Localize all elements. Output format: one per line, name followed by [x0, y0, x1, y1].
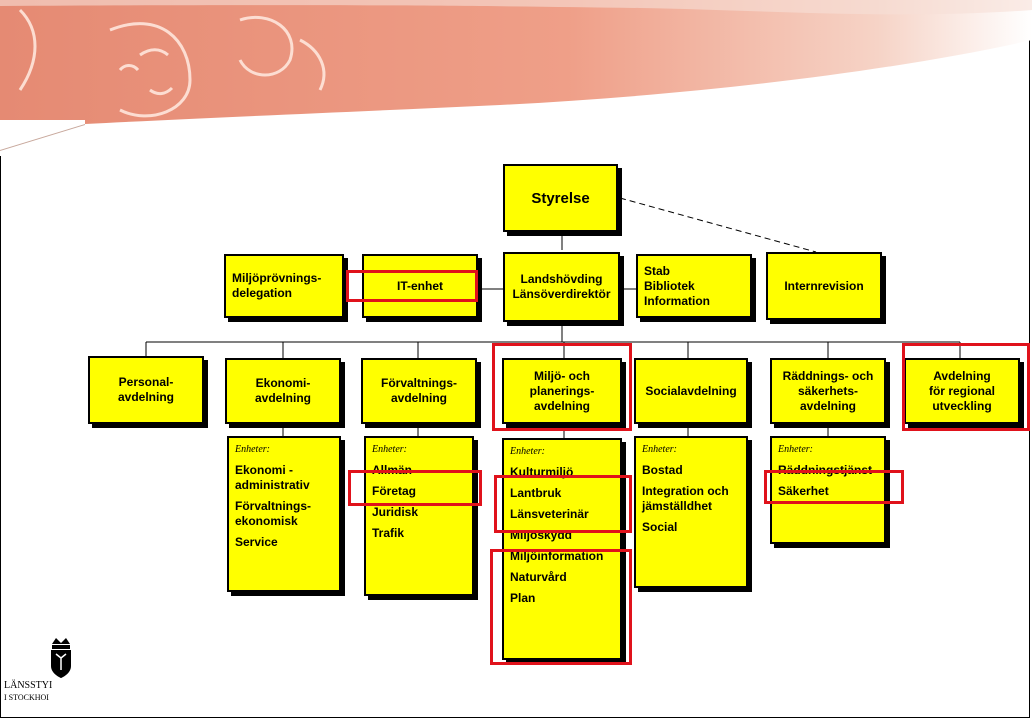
miljoprovningsdelegation-box: Miljöprövnings- delegation	[224, 254, 344, 318]
highlight-allman	[348, 470, 482, 506]
units-label: Enheter:	[372, 444, 407, 455]
social-units-box: Enheter: Bostad Integration och jämställ…	[634, 436, 748, 588]
regional-utveckling-box: Avdelning för regional utveckling	[904, 358, 1020, 424]
landshovding-box: Landshövding Länsöverdirektör	[503, 252, 620, 322]
unit-item: Juridisk	[372, 505, 419, 519]
unit-item: Ekonomi - administrativ	[235, 463, 310, 492]
raddningsavdelning-box: Räddnings- och säkerhets- avdelning	[770, 358, 886, 424]
unit-item: Integration och jämställdhet	[642, 484, 729, 513]
personalavdelning-box: Personal- avdelning	[88, 356, 204, 424]
raddning-units-box: Enheter: Räddningstjänst Säkerhet	[770, 436, 886, 544]
highlight-miljoskydd-plan	[490, 549, 632, 665]
miljoavdelning-box: Miljö- och planerings- avdelning	[502, 358, 622, 424]
unit-item: Lantbruk	[510, 486, 562, 500]
forvaltning-units-box: Enheter: Allmän Företag Juridisk Trafik	[364, 436, 474, 596]
units-label: Enheter:	[235, 444, 270, 455]
highlight-miljo-avdelning	[492, 343, 632, 431]
unit-item: Miljöinformation	[510, 549, 604, 563]
unit-item: Förvaltnings- ekonomisk	[235, 499, 312, 528]
unit-item: Service	[235, 535, 278, 549]
it-enhet-box: IT-enhet	[362, 254, 478, 318]
header-artwork	[0, 0, 1032, 156]
forvaltningsavdelning-box: Förvaltnings- avdelning	[361, 358, 477, 424]
unit-item: Naturvård	[510, 570, 567, 584]
logo-text-line1: LÄNSSTYI	[4, 680, 53, 691]
units-label: Enheter:	[778, 444, 813, 455]
internrevision-box: Internrevision	[766, 252, 882, 320]
unit-item: Bostad	[642, 463, 683, 477]
unit-item: Säkerhet	[778, 484, 829, 498]
stab-box: Stab Bibliotek Information	[636, 254, 752, 318]
styrelse-box: Styrelse	[503, 164, 618, 232]
logo-text-line2: I STOCKHOI	[4, 693, 49, 702]
units-label: Enheter:	[642, 444, 677, 455]
unit-item: Plan	[510, 591, 536, 605]
highlight-regional-utveckling	[902, 343, 1030, 431]
highlight-raddningstjanst	[764, 470, 904, 504]
highlight-kulturmiljo-lantbruk	[494, 475, 632, 533]
highlight-it-enhet	[346, 270, 478, 302]
lansstyrelsen-logo: LÄNSSTYI I STOCKHOI	[4, 636, 92, 720]
ekonomiavdelning-box: Ekonomi- avdelning	[225, 358, 341, 424]
unit-item: Trafik	[372, 526, 405, 540]
ekonomi-units-box: Enheter: Ekonomi - administrativ Förvalt…	[227, 436, 341, 592]
units-label: Enheter:	[510, 446, 545, 457]
unit-item: Social	[642, 520, 678, 534]
crown-crest-icon	[51, 638, 71, 678]
socialavdelning-box: Socialavdelning	[634, 358, 748, 424]
unit-item: Länsveterinär	[510, 507, 589, 521]
unit-item: Företag	[372, 484, 417, 498]
